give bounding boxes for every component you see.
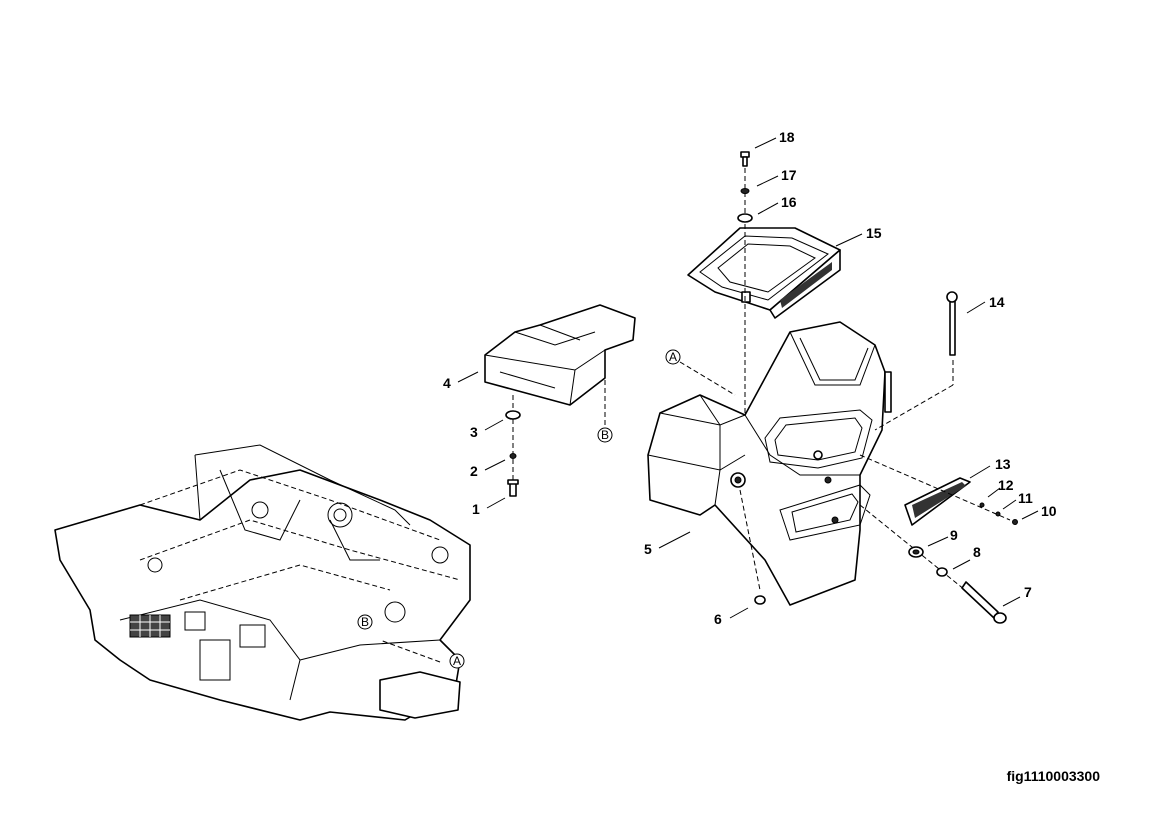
callout-13: 13 bbox=[995, 456, 1011, 472]
svg-text:A: A bbox=[669, 350, 677, 364]
part-15-top-cover bbox=[687, 227, 841, 319]
callout-17: 17 bbox=[781, 167, 797, 183]
callout-1: 1 bbox=[472, 501, 480, 517]
callout-6: 6 bbox=[714, 611, 722, 627]
svg-text:B: B bbox=[361, 615, 369, 629]
svg-text:A: A bbox=[453, 654, 461, 668]
machine-frame: B A bbox=[54, 444, 471, 721]
frame-marker-b: B bbox=[357, 614, 373, 630]
callout-10: 10 bbox=[1041, 503, 1057, 519]
callout-3: 3 bbox=[470, 424, 478, 440]
callout-5: 5 bbox=[644, 541, 652, 557]
part-2-nut bbox=[509, 453, 517, 459]
callout-18: 18 bbox=[779, 129, 795, 145]
part-5-console-housing bbox=[647, 321, 892, 606]
callout-8: 8 bbox=[973, 544, 981, 560]
figure-id: fig1110003300 bbox=[1006, 768, 1100, 784]
part-11-pin bbox=[995, 511, 1001, 517]
part-1-bolt bbox=[507, 479, 519, 497]
callout-7: 7 bbox=[1024, 584, 1032, 600]
part-12-pin bbox=[979, 502, 985, 508]
callout-11: 11 bbox=[1018, 490, 1033, 506]
part-10-nut bbox=[1012, 519, 1018, 525]
part-16-washer bbox=[737, 213, 753, 223]
part-17-lock-washer bbox=[740, 188, 750, 194]
part-3-washer bbox=[505, 410, 521, 420]
callout-2: 2 bbox=[470, 463, 478, 479]
part-6-plug bbox=[754, 595, 766, 605]
callout-labels: 1 2 3 4 5 6 7 8 9 10 11 12 13 14 15 16 1… bbox=[443, 129, 1057, 627]
housing-marker-a: A bbox=[665, 349, 681, 365]
callout-14: 14 bbox=[989, 294, 1005, 310]
leader-lines bbox=[457, 137, 1039, 619]
frame-grille bbox=[129, 614, 171, 638]
callout-15: 15 bbox=[866, 225, 882, 241]
part-13-grille bbox=[904, 477, 971, 526]
svg-text:B: B bbox=[601, 428, 609, 442]
part-7-bolt bbox=[961, 581, 1007, 624]
callout-9: 9 bbox=[950, 527, 958, 543]
part-15-louvers bbox=[780, 262, 832, 308]
callout-12: 12 bbox=[998, 477, 1014, 493]
part-14-rod bbox=[946, 291, 958, 356]
part-4-box bbox=[484, 304, 636, 406]
callout-16: 16 bbox=[781, 194, 797, 210]
part-8-lock-washer bbox=[936, 567, 948, 577]
frame-marker-a: A bbox=[449, 653, 465, 669]
part-4-marker-b: B bbox=[597, 427, 613, 443]
callout-4: 4 bbox=[443, 375, 451, 391]
part-18-screw bbox=[740, 151, 750, 167]
